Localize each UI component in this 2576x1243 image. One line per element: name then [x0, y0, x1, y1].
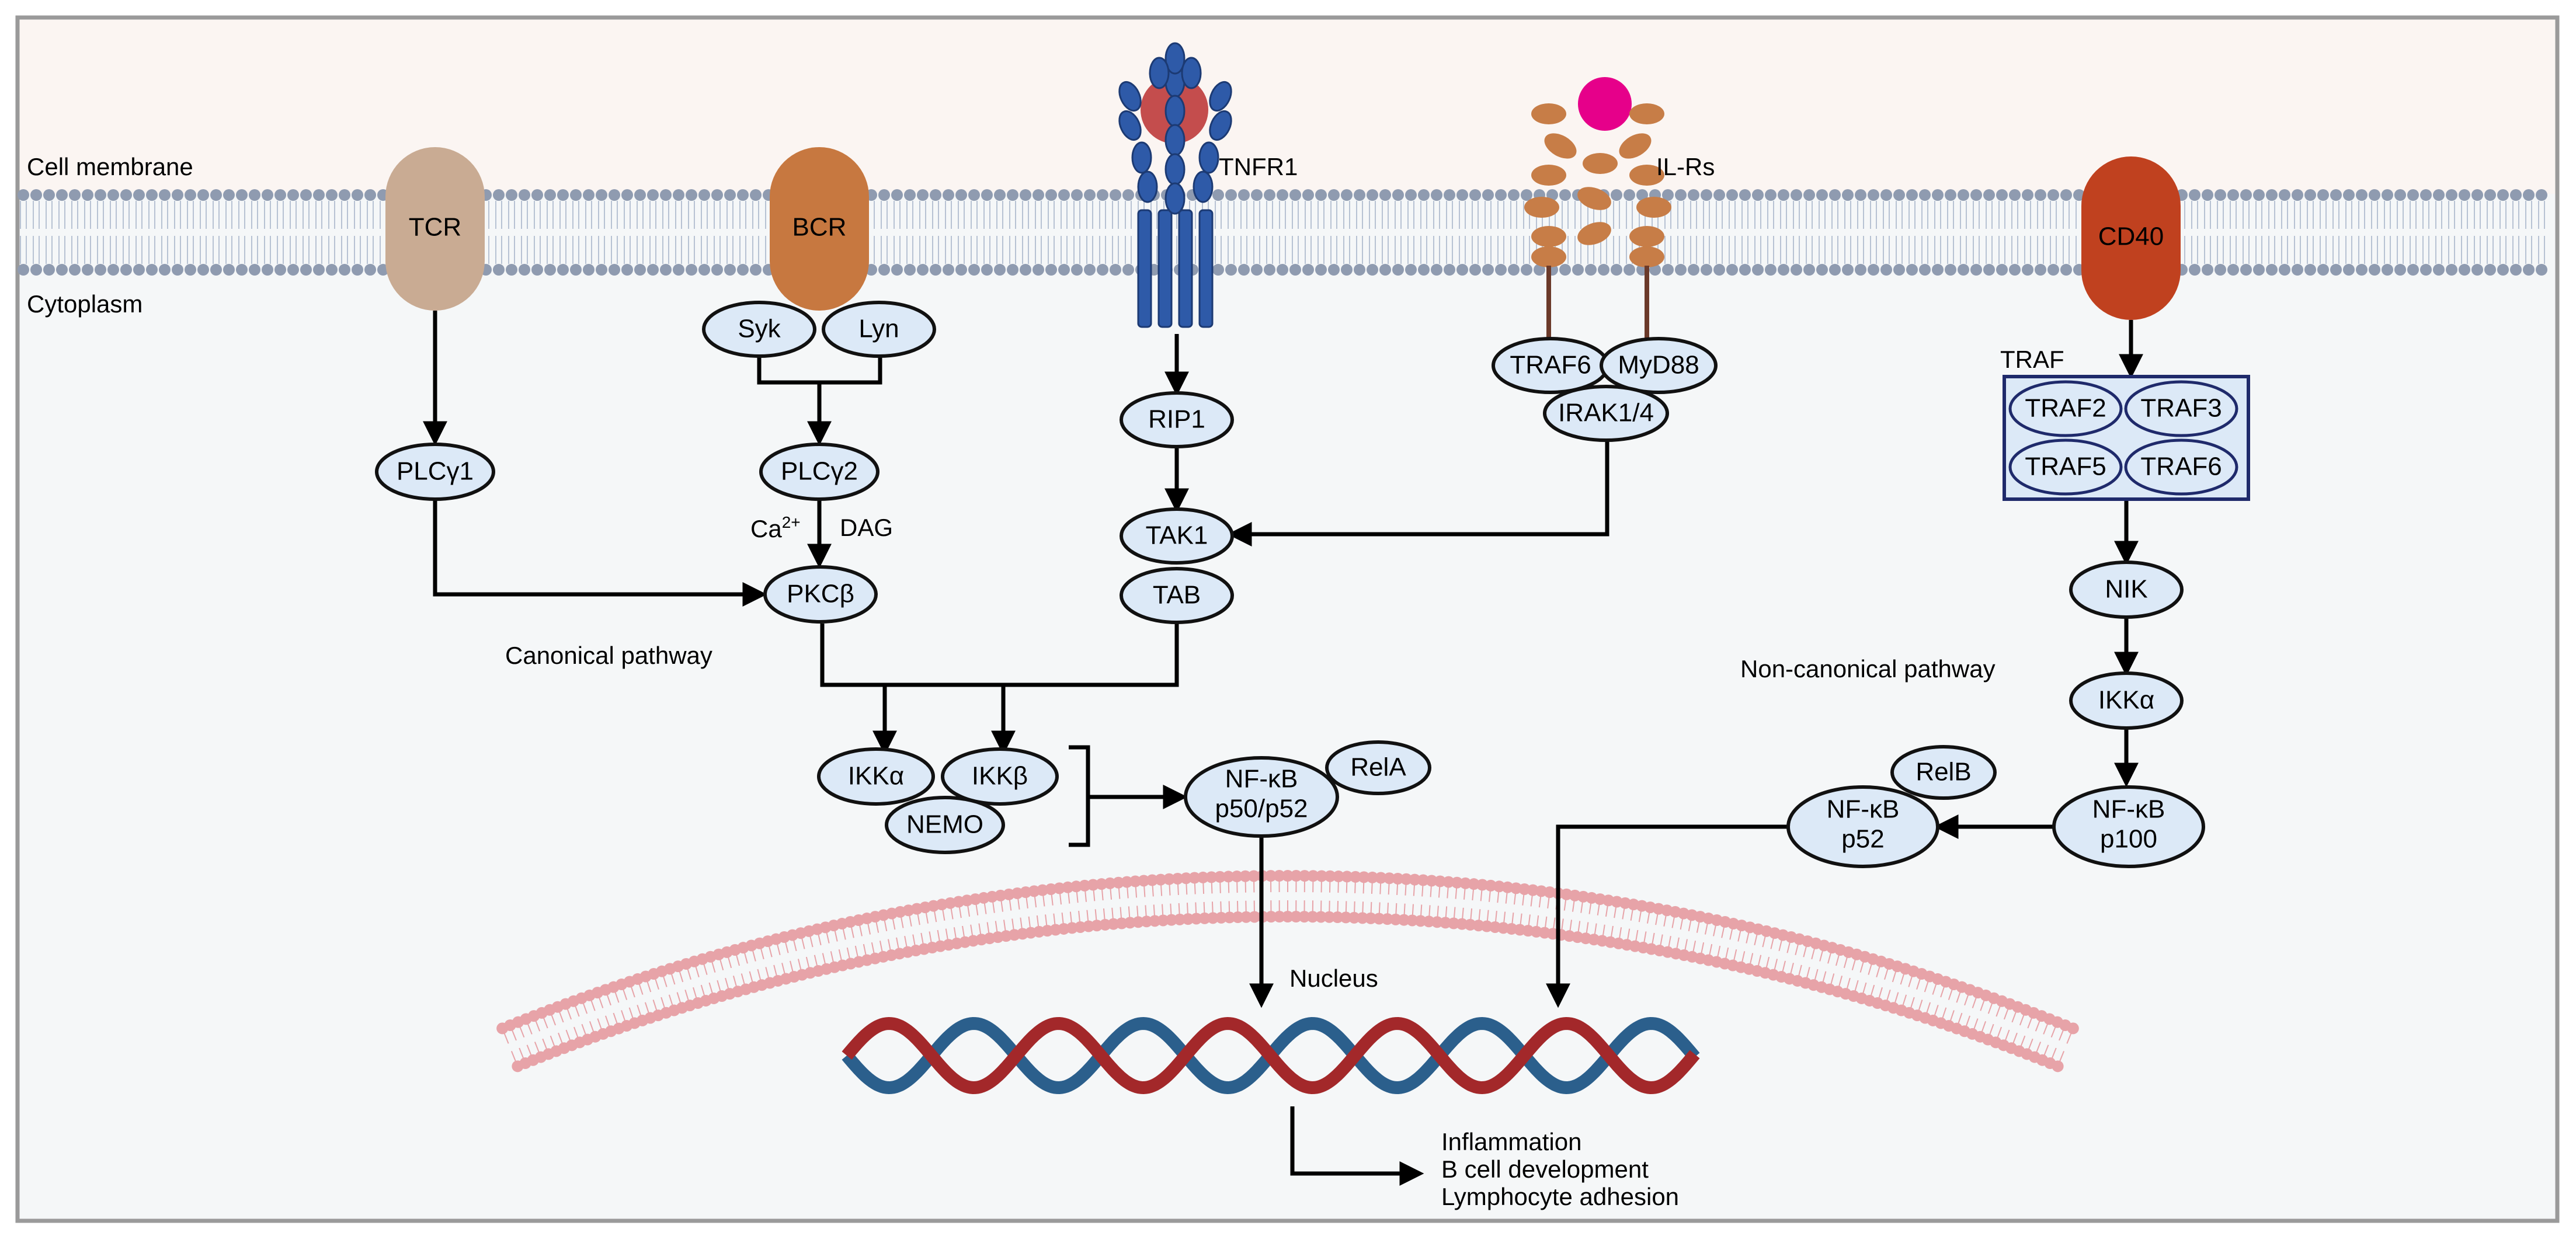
outcome-b-cell-development: B cell development	[1441, 1155, 1649, 1183]
svg-text:TAK1: TAK1	[1146, 521, 1208, 550]
bcr-receptor: BCR	[770, 147, 869, 311]
node-traf6: TRAF6	[2124, 438, 2238, 496]
outcome-lymphocyte-adhesion: Lymphocyte adhesion	[1441, 1183, 1679, 1210]
bcr-label: BCR	[792, 213, 847, 242]
svg-text:IKKα: IKKα	[2098, 686, 2154, 715]
node-nik: NIK	[2069, 560, 2184, 619]
outcome-inflammation: Inflammation	[1441, 1128, 1581, 1155]
tnfr1-label: TNFR1	[1219, 153, 1298, 180]
node-ikka: IKKα	[817, 747, 935, 806]
node-tab: TAB	[1120, 567, 1234, 624]
noncanonical-pathway-label: Non-canonical pathway	[1740, 655, 1996, 683]
cd40-label: CD40	[2098, 222, 2164, 251]
traf-complex: TRAF2 TRAF3 TRAF5 TRAF6	[2003, 375, 2250, 501]
svg-text:MyD88: MyD88	[1618, 351, 1699, 379]
svg-text:p52: p52	[1841, 825, 1884, 854]
node-nfkb-p50-p52: NF-κB p50/p52	[1184, 756, 1339, 838]
svg-text:PKCβ: PKCβ	[787, 580, 854, 608]
connectors	[423, 311, 2143, 1186]
cd40-receptor: CD40	[2081, 156, 2181, 320]
il-ligand	[1578, 77, 1632, 131]
calcium-label: Ca2+	[750, 513, 801, 542]
node-nfkb-p100: NF-κB p100	[2052, 785, 2205, 868]
svg-text:NF-κB: NF-κB	[2092, 795, 2165, 824]
node-traf2: TRAF2	[2008, 380, 2123, 437]
tcr-label: TCR	[409, 213, 461, 242]
cytoplasm-label: Cytoplasm	[27, 290, 142, 318]
svg-text:NIK: NIK	[2105, 575, 2147, 604]
ilrs-label: IL-Rs	[1656, 153, 1715, 180]
node-ikkb: IKKβ	[941, 747, 1059, 806]
node-myd88: MyD88	[1600, 337, 1718, 394]
node-syk: Syk	[702, 301, 816, 358]
svg-text:TAB: TAB	[1153, 581, 1201, 610]
node-traf3: TRAF3	[2124, 380, 2238, 437]
node-plcg2: PLCγ2	[759, 443, 879, 501]
node-traf6-il: TRAF6	[1492, 337, 1609, 394]
signaling-nodes: Syk Lyn PLCγ1 PLCγ2 PKCβ RIP1 TAK1 TAB	[375, 301, 2205, 868]
svg-text:IRAK1/4: IRAK1/4	[1558, 399, 1654, 427]
cell-membrane-label: Cell membrane	[27, 153, 193, 180]
nucleus-label: Nucleus	[1289, 965, 1378, 992]
node-plcg1: PLCγ1	[375, 443, 495, 501]
node-pkcb: PKCβ	[763, 565, 878, 624]
canonical-pathway-label: Canonical pathway	[505, 642, 712, 669]
svg-text:IKKβ: IKKβ	[972, 762, 1028, 791]
node-traf5: TRAF5	[2008, 438, 2123, 496]
svg-text:TRAF3: TRAF3	[2140, 394, 2222, 423]
svg-text:TRAF6: TRAF6	[2140, 452, 2222, 481]
svg-text:NEMO: NEMO	[906, 810, 983, 839]
svg-text:p50/p52: p50/p52	[1215, 795, 1308, 823]
dag-label: DAG	[840, 514, 893, 541]
svg-text:Lyn: Lyn	[858, 315, 899, 343]
node-lyn: Lyn	[822, 301, 936, 358]
node-nfkb-p52: NF-κB p52	[1786, 785, 1939, 868]
svg-text:TRAF5: TRAF5	[2025, 452, 2106, 481]
node-ikka-noncanonical: IKKα	[2069, 671, 2184, 730]
node-irak: IRAK1/4	[1543, 385, 1669, 442]
svg-text:RelA: RelA	[1350, 753, 1406, 782]
svg-text:PLCγ1: PLCγ1	[397, 457, 474, 486]
svg-text:IKKα: IKKα	[848, 762, 904, 791]
il-receptors	[1524, 77, 1671, 342]
node-tak1: TAK1	[1120, 507, 1234, 565]
svg-text:NF-κB: NF-κB	[1827, 795, 1900, 824]
tnfr1-receptor	[1118, 42, 1232, 328]
node-relb: RelB	[1890, 745, 1997, 800]
dna-helix	[842, 1016, 1700, 1095]
svg-text:TRAF2: TRAF2	[2025, 394, 2106, 423]
svg-text:NF-κB: NF-κB	[1225, 765, 1298, 793]
diagram-border	[15, 15, 2560, 1223]
svg-text:PLCγ2: PLCγ2	[781, 457, 858, 486]
svg-text:p100: p100	[2100, 825, 2157, 854]
tcr-receptor: TCR	[385, 147, 485, 311]
traf-box-label: TRAF	[2000, 346, 2064, 373]
svg-text:RIP1: RIP1	[1148, 405, 1205, 434]
svg-text:Syk: Syk	[738, 315, 781, 343]
node-nemo: NEMO	[885, 796, 1005, 854]
node-rela: RelA	[1325, 740, 1431, 795]
svg-text:RelB: RelB	[1916, 758, 1971, 786]
svg-text:TRAF6: TRAF6	[1510, 351, 1591, 379]
node-rip1: RIP1	[1120, 391, 1234, 448]
